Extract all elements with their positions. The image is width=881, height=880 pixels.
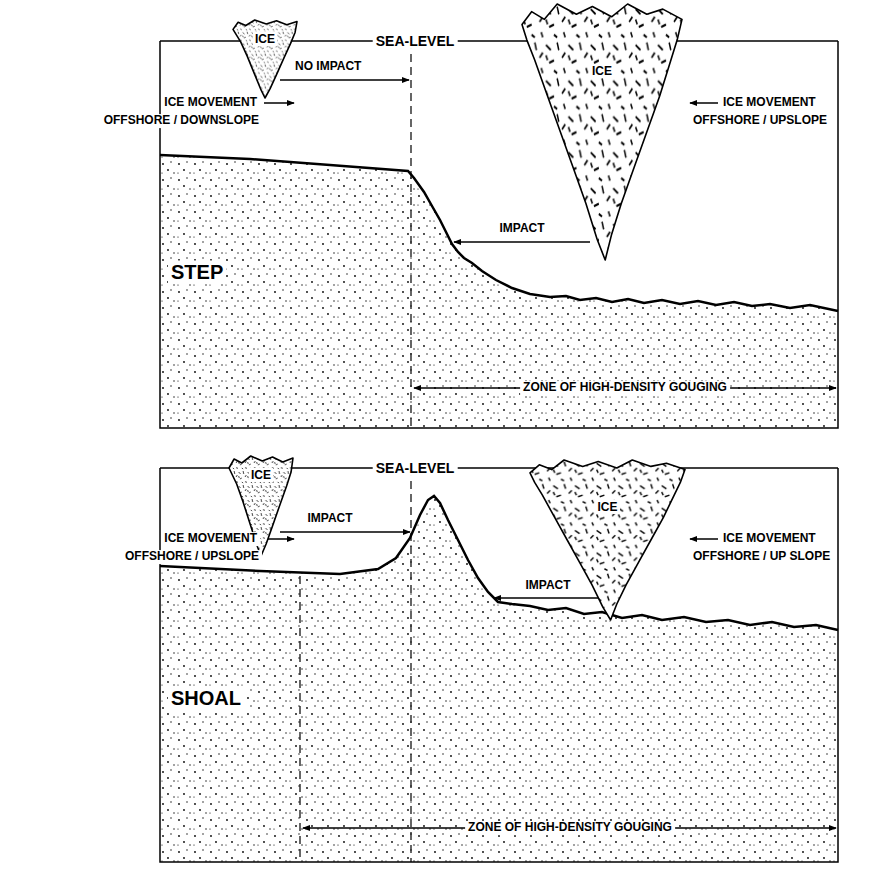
impact-arrow <box>280 531 410 533</box>
dashed-boundary <box>410 41 411 428</box>
iceberg-label: ICE <box>253 32 277 46</box>
impact-arrow <box>454 241 590 243</box>
iceberg: ICE <box>530 460 685 620</box>
movement-label: OFFSHORE / UPSLOPE <box>122 550 262 564</box>
dashed-boundary <box>299 576 300 862</box>
zone-label: ZONE OF HIGH-DENSITY GOUGING <box>465 821 675 835</box>
sea-level-label: SEA-LEVEL <box>373 33 458 49</box>
iceberg: ICE <box>233 20 297 98</box>
iceberg-outline <box>530 460 685 620</box>
panel-frame <box>160 41 838 428</box>
iceberg-label: ICE <box>595 500 619 514</box>
seafloor-line <box>160 155 838 311</box>
movement-arrow <box>690 102 718 104</box>
impact-label: IMPACT <box>304 512 355 526</box>
movement-label: ICE MOVEMENT <box>720 532 819 546</box>
zone-label: ZONE OF HIGH-DENSITY GOUGING <box>520 381 730 395</box>
iceberg-label: ICE <box>249 468 273 482</box>
movement-arrow <box>264 102 294 104</box>
impact-label: IMPACT <box>496 222 547 236</box>
movement-label: ICE MOVEMENT <box>161 96 260 110</box>
movement-label: OFFSHORE / UP SLOPE <box>690 550 833 564</box>
panel-title: STEP <box>168 261 226 284</box>
dashed-boundary <box>410 468 411 862</box>
panel-title: SHOAL <box>168 687 244 710</box>
movement-label: ICE MOVEMENT <box>161 532 260 546</box>
impact-label: IMPACT <box>522 579 573 593</box>
movement-arrow <box>690 538 718 540</box>
no-impact-arrow <box>280 79 409 81</box>
seafloor-step <box>160 155 838 428</box>
movement-label: OFFSHORE / DOWNSLOPE <box>101 114 262 128</box>
movement-label: ICE MOVEMENT <box>720 96 819 110</box>
sea-level-label: SEA-LEVEL <box>373 460 458 476</box>
impact-arrow <box>494 597 600 599</box>
impact-label: NO IMPACT <box>292 60 364 74</box>
iceberg-label: ICE <box>590 64 614 78</box>
movement-label: OFFSHORE / UPSLOPE <box>690 114 830 128</box>
